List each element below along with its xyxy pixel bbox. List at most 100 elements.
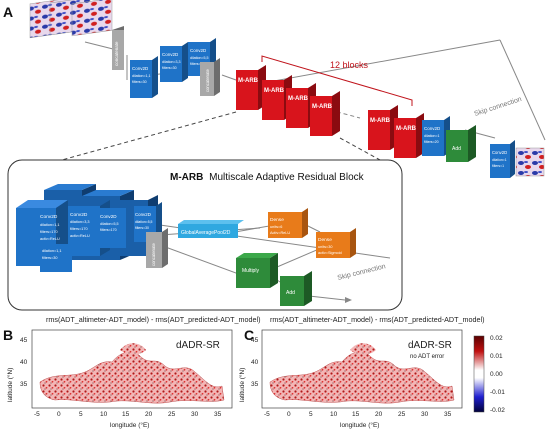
svg-text:25: 25 (398, 411, 406, 418)
svg-text:Conv2D: Conv2D (132, 66, 149, 71)
map-c-note: no ADT error (410, 354, 444, 360)
colorbar-tick: -0.02 (490, 407, 505, 414)
svg-text:activ=ReLU: activ=ReLU (70, 234, 90, 238)
svg-text:filters=170: filters=170 (70, 227, 88, 231)
svg-text:20: 20 (375, 411, 383, 418)
svg-text:0: 0 (57, 411, 61, 418)
svg-text:10: 10 (100, 411, 108, 418)
conv2d-final: Conv2D dilation=1 filters=1 (490, 140, 515, 178)
map-c-yticks: 45 40 35 (251, 337, 259, 388)
svg-text:Add: Add (452, 146, 461, 152)
svg-text:dilation=1: dilation=1 (424, 134, 440, 138)
block-add: Add (280, 271, 312, 306)
map-c-xlabel: longitude (°E) (340, 421, 379, 429)
svg-text:filters=30: filters=30 (190, 62, 205, 66)
svg-text:filters=30: filters=30 (162, 66, 177, 70)
colorbar-tick: -0.01 (490, 389, 505, 396)
svg-text:GlobalAveragePool2D: GlobalAveragePool2D (181, 230, 231, 236)
svg-text:30: 30 (191, 411, 199, 418)
svg-text:filters=1: filters=1 (492, 164, 504, 168)
svg-text:35: 35 (214, 411, 222, 418)
svg-text:-5: -5 (34, 411, 40, 418)
svg-text:10: 10 (330, 411, 338, 418)
svg-text:5: 5 (79, 411, 83, 418)
marb-title: M-ARB Multiscale Adaptive Residual Block (170, 172, 365, 183)
conv2d-top-2: Conv2D dilation=3,3 filters=30 (160, 42, 188, 82)
svg-text:dilation=5,5: dilation=5,5 (190, 56, 208, 60)
svg-text:M-ARB: M-ARB (238, 78, 259, 84)
input-images (29, 0, 113, 39)
svg-text:Activ=ReLU: Activ=ReLU (270, 231, 290, 235)
add-top: Add (446, 125, 476, 162)
svg-text:filters=30: filters=30 (42, 256, 58, 260)
svg-text:M-ARB: M-ARB (396, 126, 417, 132)
svg-text:dilation=5,5: dilation=5,5 (135, 220, 153, 224)
svg-text:filters=170: filters=170 (100, 228, 117, 232)
map-b-yticks: 45 40 35 (20, 337, 28, 388)
block-dense-1: Dense units=6 Activ=ReLU (268, 208, 308, 238)
map-c-ylabel: latitude (°N) (238, 368, 246, 402)
svg-text:Multiply: Multiply (242, 268, 259, 274)
map-c-label: dADR-SR (408, 340, 452, 351)
svg-text:15: 15 (352, 411, 360, 418)
zoom-line-right (339, 137, 381, 161)
svg-text:filters=170: filters=170 (40, 230, 58, 234)
map-b-xticks: -5 0 5 10 15 20 25 30 35 (34, 411, 222, 418)
svg-text:dilation=5,5: dilation=5,5 (100, 222, 118, 226)
map-b: dADR-SR (31, 329, 233, 409)
blocks-label: 12 blocks (330, 60, 369, 70)
map-b-label: dADR-SR (176, 340, 220, 351)
svg-text:concatenate: concatenate (205, 69, 210, 92)
svg-text:Conv2D: Conv2D (70, 212, 88, 218)
svg-text:45: 45 (251, 337, 259, 344)
svg-text:dilation=1: dilation=1 (492, 158, 507, 162)
zoom-line-left (39, 111, 237, 167)
block-gap: GlobalAveragePool2D (178, 220, 244, 238)
marb-stack: M-ARB M-ARB M-ARB M-ARB M-ARB M-ARB (236, 65, 424, 158)
svg-text:Conv2D: Conv2D (190, 48, 207, 53)
svg-text:activ=Sigmoid: activ=Sigmoid (318, 251, 342, 255)
svg-text:40: 40 (20, 359, 28, 366)
svg-text:filters=20: filters=20 (424, 140, 439, 144)
svg-text:0: 0 (287, 411, 291, 418)
svg-text:dilation=3,3: dilation=3,3 (70, 220, 90, 224)
svg-text:5: 5 (309, 411, 313, 418)
svg-text:filters=30: filters=30 (132, 80, 147, 84)
svg-text:35: 35 (251, 381, 259, 388)
block-concatenate: concatenate (146, 228, 168, 268)
map-b-title: rms(ADT_altimeter-ADT_model) - rms(ADT_p… (46, 315, 260, 324)
block-multiply: Multiply (236, 253, 278, 288)
svg-text:M-ARB: M-ARB (264, 88, 285, 94)
svg-text:units=6: units=6 (270, 225, 282, 229)
svg-text:Conv2D: Conv2D (40, 214, 58, 220)
panel-c-letter: C (244, 327, 254, 343)
svg-text:Dense: Dense (270, 217, 284, 223)
panel-a-letter: A (3, 4, 13, 20)
block-dense-2: Dense units=30 activ=Sigmoid (316, 228, 356, 258)
concatenate-top: concatenate (112, 26, 124, 70)
map-c-title: rms(ADT_altimeter-ADT_model) - rms(ADT_p… (270, 315, 484, 324)
svg-text:filters=30: filters=30 (135, 226, 149, 230)
svg-text:dilation=3,3: dilation=3,3 (162, 60, 180, 64)
svg-text:45: 45 (20, 337, 28, 344)
svg-text:dilation=1,1: dilation=1,1 (132, 74, 150, 78)
blocks-bracket: 12 blocks (261, 55, 413, 106)
map-b-xlabel: longitude (°E) (110, 421, 149, 429)
svg-text:activ=ReLU: activ=ReLU (40, 237, 60, 241)
conv2d-out: Conv2D dilation=1 filters=20 (422, 116, 450, 156)
svg-text:35: 35 (444, 411, 452, 418)
output-image (515, 147, 545, 177)
svg-text:Conv2D: Conv2D (100, 214, 117, 219)
concatenate-top-2: concatenate (200, 58, 220, 96)
svg-text:Add: Add (286, 290, 295, 296)
colorbar-tick: 0.01 (490, 353, 503, 360)
colorbar-tick: 0.02 (490, 335, 503, 342)
svg-text:-5: -5 (264, 411, 270, 418)
svg-text:dilation=1,1: dilation=1,1 (40, 223, 60, 227)
svg-text:Conv2D: Conv2D (135, 212, 151, 217)
panel-b-letter: B (3, 327, 13, 343)
svg-text:Dense: Dense (318, 237, 332, 243)
svg-text:M-ARB: M-ARB (312, 104, 333, 110)
block-conv-group: Conv2D dilation=1,1 filters=170 activ=Re… (16, 184, 162, 272)
